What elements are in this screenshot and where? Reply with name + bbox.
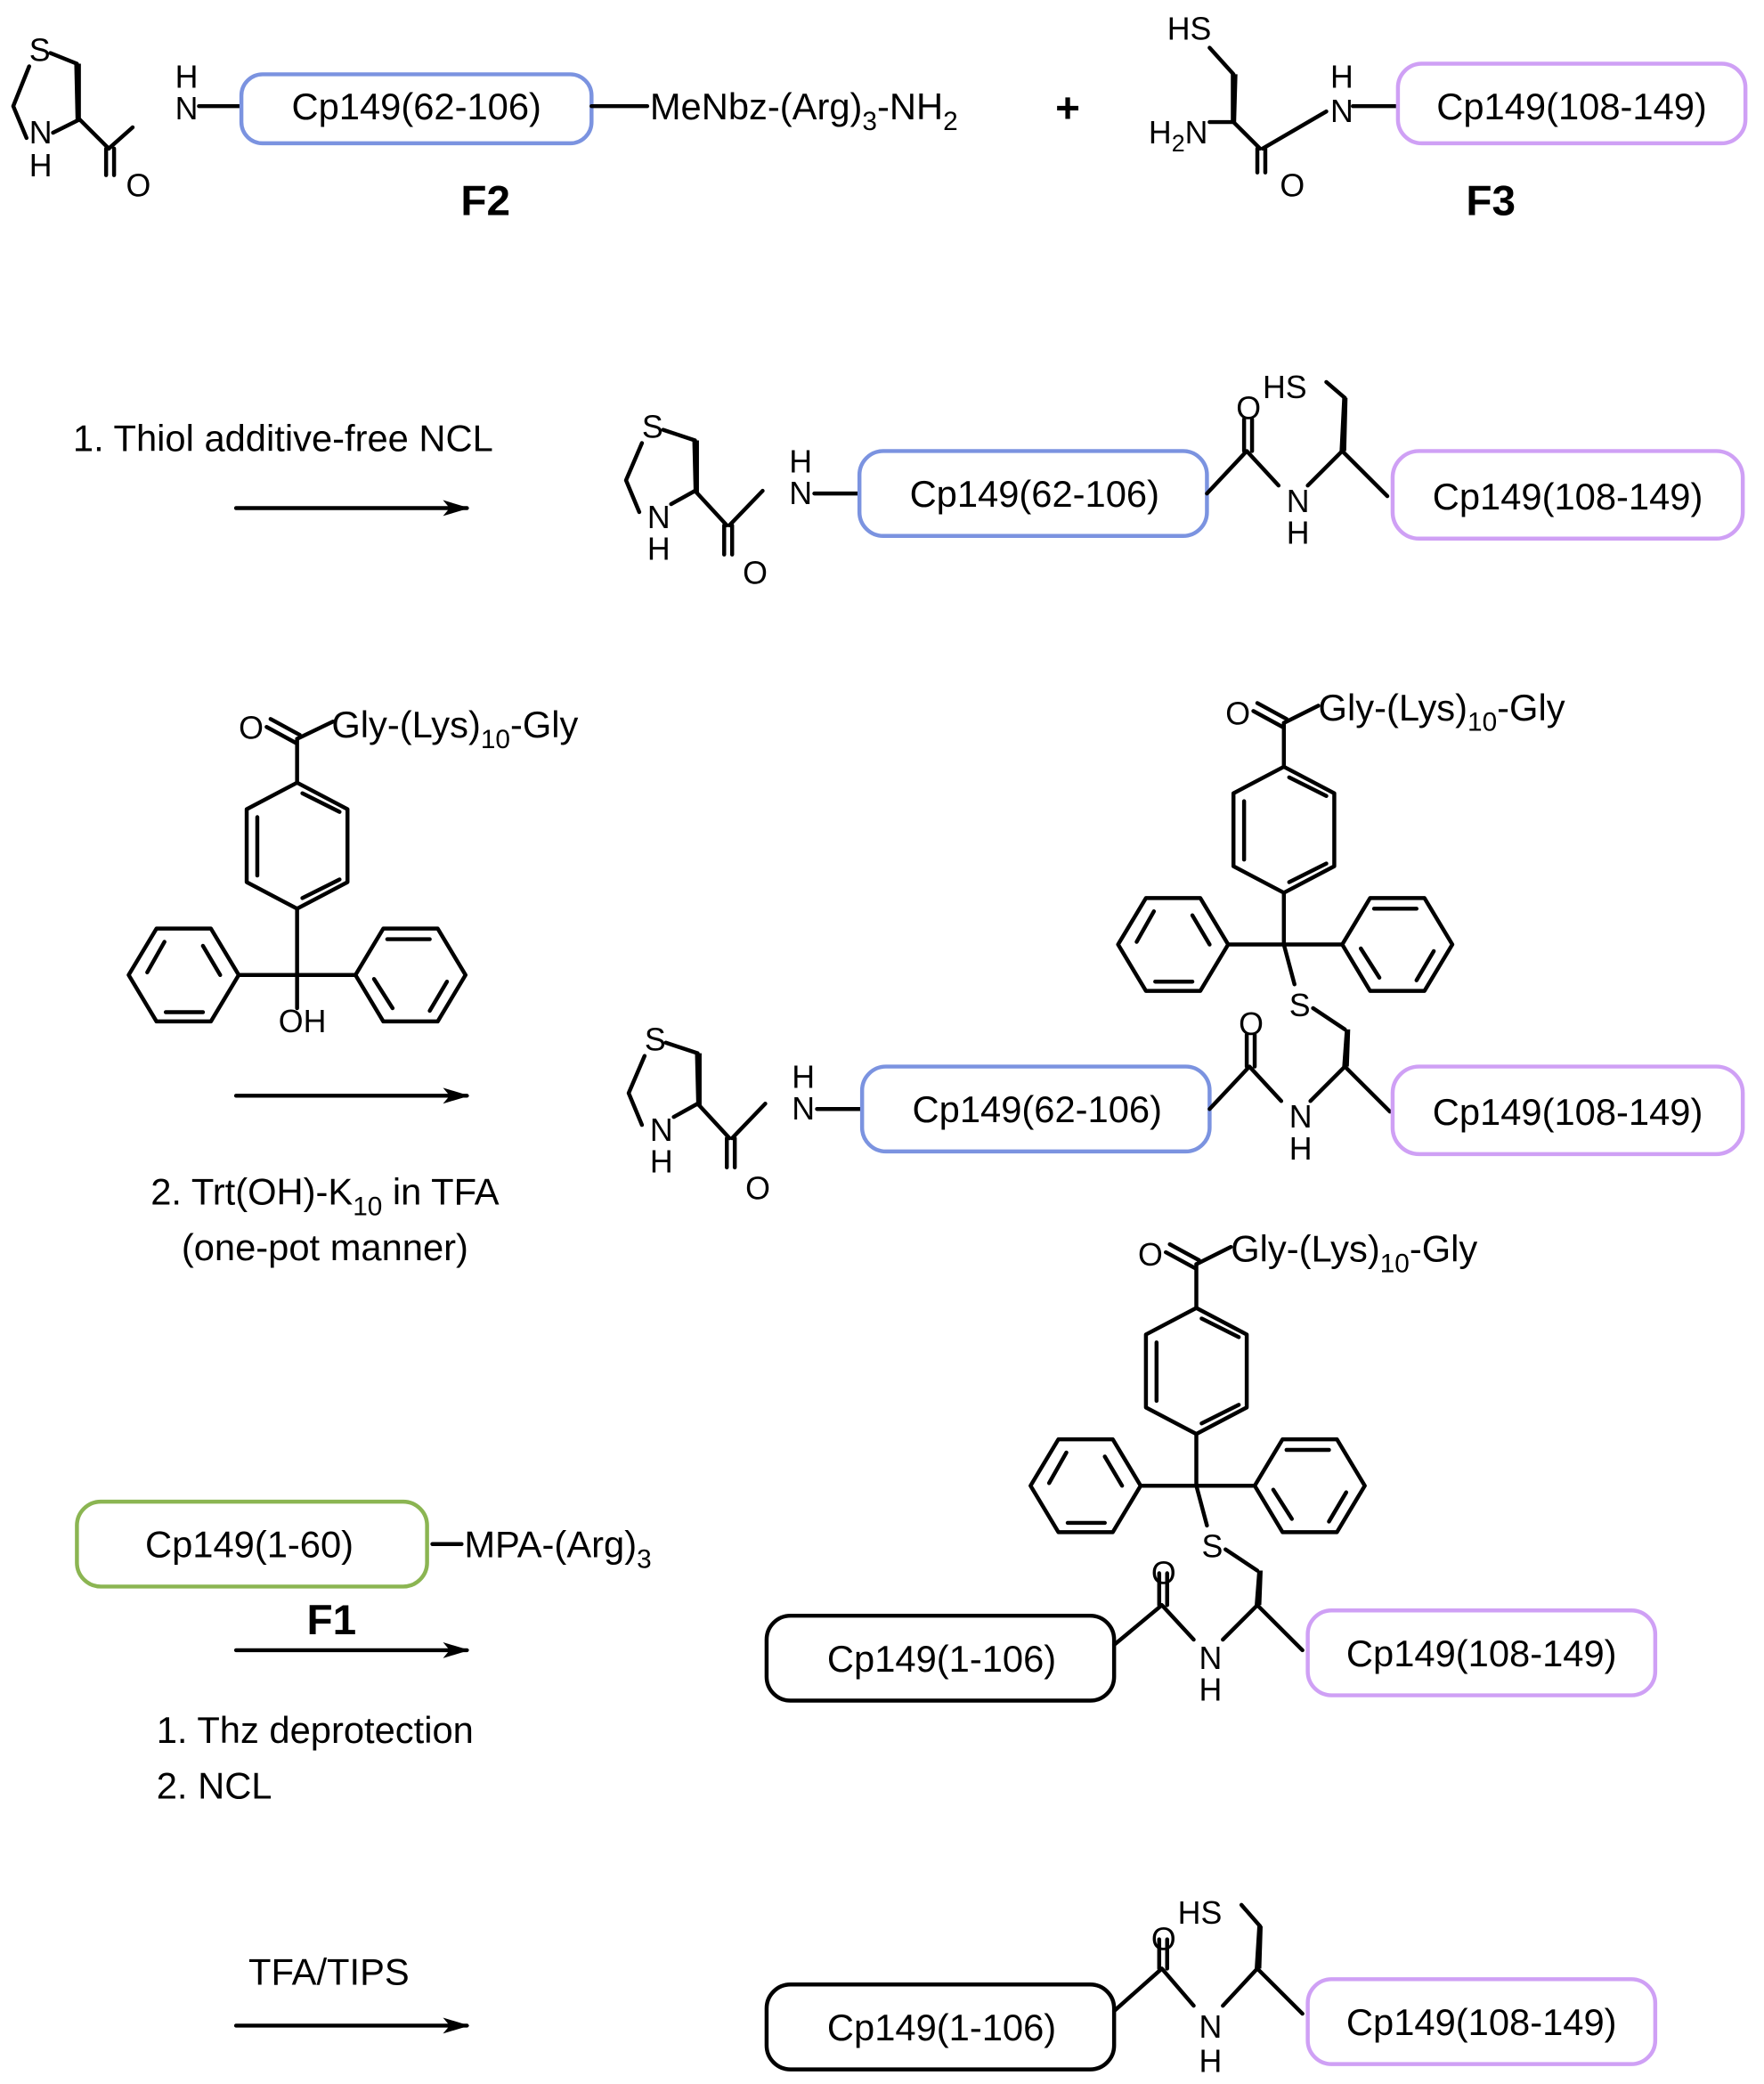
- reagent-tag-label: Gly-(Lys)10-Gly: [1231, 1228, 1477, 1279]
- segment-box-1-106: [764, 1982, 1117, 2072]
- final-product: Cp149(1-106) O N H HS Cp149(108-149): [764, 1895, 1658, 2080]
- benzene-ring: [1252, 1437, 1367, 1535]
- atom-s: S: [29, 33, 51, 69]
- atom-s: S: [642, 410, 663, 445]
- atom-hs: HS: [1167, 12, 1212, 47]
- segment-label: Cp149(1-106): [827, 1638, 1056, 1680]
- atom-o: O: [1151, 1555, 1176, 1591]
- atom-n: N: [1330, 94, 1353, 129]
- atom-hs: HS: [1263, 370, 1307, 405]
- atom-n: N: [1199, 1640, 1222, 1676]
- atom-n: N: [789, 476, 812, 511]
- benzene-ring: [353, 926, 468, 1024]
- benzene-ring: [126, 926, 241, 1024]
- step1-label: 1. Thiol additive-free NCL: [73, 417, 493, 459]
- step2-product: O Gly-(Lys)10-Gly S S N H O: [626, 687, 1745, 1207]
- benzene-ring: [244, 780, 350, 911]
- f1-reagent: Cp149(1-60) MPA-(Arg)3 F1: [75, 1499, 652, 1644]
- atom-o: O: [1280, 167, 1305, 203]
- atom-h: H: [1330, 59, 1353, 94]
- step3-condition: 2. NCL: [157, 1765, 272, 1807]
- benzene-ring: [1340, 896, 1455, 993]
- benzene-ring: [1231, 764, 1337, 895]
- plus-sign: +: [1055, 85, 1080, 132]
- atom-h: H: [1199, 2044, 1222, 2080]
- segment-box-62-106: [239, 72, 594, 146]
- benzene-ring: [1143, 1306, 1249, 1437]
- atom-hs: HS: [1178, 1895, 1223, 1931]
- reagent-tag-label: Gly-(Lys)10-Gly: [331, 704, 578, 754]
- atom-o: O: [1236, 391, 1261, 427]
- f3-label: F3: [1466, 177, 1516, 224]
- atom-oh: OH: [279, 1004, 327, 1039]
- segment-label: Cp149(108-149): [1436, 85, 1707, 127]
- segment-box-108-149: [1390, 1064, 1745, 1157]
- atom-o: O: [1239, 1006, 1264, 1042]
- segment-box-108-149: [1390, 449, 1745, 541]
- atom-o: O: [745, 1171, 770, 1207]
- atom-n: N: [175, 91, 199, 126]
- segment-label: Cp149(108-149): [1346, 1632, 1617, 1674]
- f2-molecule: S N H O N H Cp149(62-106) MeNbz-(Arg)3-N…: [11, 33, 958, 224]
- atom-s: S: [645, 1022, 666, 1058]
- segment-label: Cp149(62-106): [913, 1088, 1162, 1130]
- atom-h: H: [792, 1059, 815, 1095]
- atom-o: O: [1151, 1922, 1176, 1958]
- atom-n: N: [1287, 484, 1310, 519]
- segment-label: Cp149(62-106): [291, 85, 541, 127]
- segment-label: Cp149(1-106): [827, 2007, 1056, 2048]
- trt-oh-k10-reagent: O Gly-(Lys)10-Gly OH: [126, 704, 579, 1039]
- step3-product: O Gly-(Lys)10-Gly S Cp149(1-106) O N H: [764, 1228, 1658, 1708]
- segment-label: Cp149(108-149): [1433, 476, 1703, 517]
- atom-h: H: [175, 59, 199, 94]
- atom-o: O: [239, 711, 264, 746]
- benzene-ring: [1028, 1437, 1143, 1535]
- atom-h: H: [29, 148, 53, 183]
- f1-cterm-label: MPA-(Arg)3: [464, 1524, 651, 1575]
- atom-h: H: [1199, 1673, 1222, 1708]
- f2-cterm-label: MeNbz-(Arg)3-NH2: [650, 85, 958, 136]
- thiazolidine-ring: S N H O N H: [11, 33, 244, 203]
- f1-label: F1: [307, 1597, 357, 1644]
- atom-o: O: [743, 555, 768, 590]
- atom-n: N: [650, 1112, 673, 1148]
- segment-box-108-149: [1395, 61, 1748, 146]
- reagent-tag-label: Gly-(Lys)10-Gly: [1319, 687, 1565, 737]
- segment-box-1-60: [75, 1499, 429, 1589]
- step4-label: TFA/TIPS: [248, 1950, 410, 1992]
- atom-n: N: [1199, 2009, 1222, 2045]
- atom-h: H: [1287, 516, 1310, 551]
- segment-box-1-106: [764, 1613, 1117, 1703]
- atom-h: H: [789, 444, 812, 479]
- atom-h2n: H2N: [1149, 115, 1208, 157]
- f3-molecule: HS H2N O N H Cp149(108-149) F3: [1149, 12, 1748, 224]
- f2-label: F2: [460, 177, 510, 224]
- atom-s: S: [1201, 1529, 1223, 1565]
- atom-o: O: [1138, 1237, 1163, 1273]
- atom-o: O: [126, 167, 151, 203]
- step2-label-line1: 2. Trt(OH)-K10 in TFA: [150, 1170, 500, 1221]
- step1-product: S N H O N H Cp149(62-106) O N H HS Cp149…: [623, 370, 1745, 590]
- segment-box-108-149: [1305, 1608, 1658, 1697]
- atom-n: N: [1289, 1099, 1313, 1135]
- segment-label: Cp149(62-106): [910, 473, 1159, 515]
- segment-label: Cp149(1-60): [145, 1524, 354, 1566]
- step2-label-line2: (one-pot manner): [182, 1226, 468, 1268]
- segment-label: Cp149(108-149): [1346, 2001, 1617, 2043]
- atom-o: O: [1225, 696, 1250, 731]
- segment-box-108-149: [1305, 1977, 1658, 2066]
- benzene-ring: [1116, 896, 1231, 993]
- atom-h: H: [647, 532, 671, 567]
- atom-s: S: [1289, 988, 1311, 1023]
- atom-n: N: [647, 500, 671, 535]
- atom-n: N: [29, 115, 53, 151]
- atom-h: H: [1289, 1131, 1313, 1167]
- atom-h: H: [650, 1144, 673, 1180]
- atom-n: N: [792, 1091, 815, 1127]
- step3-condition: 1. Thz deprotection: [157, 1709, 474, 1751]
- segment-label: Cp149(108-149): [1433, 1091, 1703, 1133]
